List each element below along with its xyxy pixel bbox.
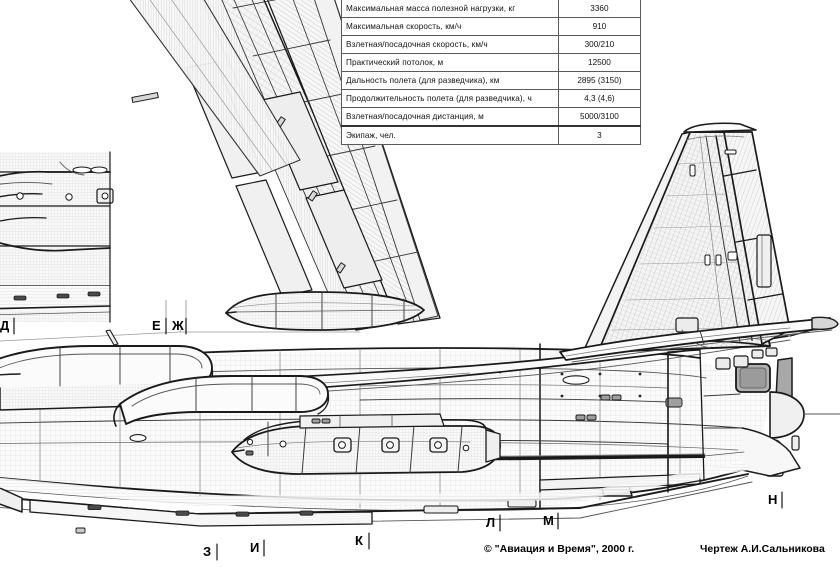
spec-label: Экипаж, чел. xyxy=(341,125,559,145)
table-row: Продолжительность полета (для разведчика… xyxy=(341,89,642,108)
callout-tick-marks xyxy=(13,317,783,561)
hull-bottom-plan xyxy=(0,462,753,534)
callout-label-i: И xyxy=(250,541,259,554)
spec-value: 4,3 (4,6) xyxy=(557,89,642,108)
inset-side-view xyxy=(0,151,114,323)
callout-label-zh: Ж xyxy=(172,319,184,332)
table-row: Максимальная масса полезной нагрузки, кг… xyxy=(341,0,642,18)
callout-label-z: З xyxy=(203,545,211,558)
specification-table: Максимальная масса полезной нагрузки, кг… xyxy=(341,0,642,145)
table-row: Экипаж, чел. 3 xyxy=(341,125,642,145)
callout-label-k: К xyxy=(355,534,363,547)
landing-gear-sponson xyxy=(231,413,501,475)
callout-letter: Н xyxy=(768,492,778,507)
spec-label: Взлетная/посадочная скорость, км/ч xyxy=(341,35,559,54)
spec-value: 910 xyxy=(557,17,642,36)
callout-letter: И xyxy=(250,540,260,555)
callout-letter: Е xyxy=(152,318,161,333)
spec-value: 3360 xyxy=(557,0,642,18)
vertical-stabilizer xyxy=(583,122,791,353)
spec-label: Максимальная скорость, км/ч xyxy=(341,17,559,36)
callout-label-l: Л xyxy=(486,516,495,529)
spec-value: 300/210 xyxy=(557,35,642,54)
table-row: Дальность полета (для разведчика), км 28… xyxy=(341,71,642,90)
callout-label-n: Н xyxy=(768,493,777,506)
leader-lines xyxy=(0,326,361,342)
callout-letter: Л xyxy=(486,515,496,530)
callout-letter: Д xyxy=(0,318,10,333)
wing-float-pod xyxy=(225,291,425,331)
callout-label-d: Д xyxy=(0,319,9,332)
spec-label: Дальность полета (для разведчика), км xyxy=(341,71,559,90)
horizontal-stabilizer xyxy=(559,316,839,363)
callout-letter: З xyxy=(203,544,212,559)
callout-label-e: Е xyxy=(152,319,161,332)
callout-letter: М xyxy=(543,513,554,528)
spec-value: 3 xyxy=(557,125,642,145)
spec-label: Практический потолок, м xyxy=(341,53,559,72)
copyright-notice: © "Авиация и Время", 2000 г. xyxy=(484,543,635,555)
table-row: Практический потолок, м 12500 xyxy=(341,53,642,72)
spec-label: Взлетная/посадочная дистанция, м xyxy=(341,107,559,127)
engine-nacelle-right xyxy=(113,375,330,442)
draftsman-credit: Чертеж А.И.Сальникова xyxy=(700,543,825,555)
spec-table-body: Максимальная масса полезной нагрузки, кг… xyxy=(341,0,642,145)
callout-letter: Ж xyxy=(172,318,184,333)
spec-value: 2895 (3150) xyxy=(557,71,642,90)
spec-label: Продолжительность полета (для разведчика… xyxy=(341,89,559,108)
spec-label: Максимальная масса полезной нагрузки, кг xyxy=(341,0,559,18)
table-row: Взлетная/посадочная скорость, км/ч 300/2… xyxy=(341,35,642,54)
rear-cargo-door xyxy=(667,349,745,487)
callout-leaders xyxy=(165,299,187,319)
table-row: Максимальная скорость, км/ч 910 xyxy=(341,17,642,36)
callout-letter: К xyxy=(355,533,363,548)
table-row: Взлетная/посадочная дистанция, м 5000/31… xyxy=(341,107,642,127)
callout-label-m: М xyxy=(543,514,554,527)
spec-value: 12500 xyxy=(557,53,642,72)
spec-value: 5000/3100 xyxy=(557,107,642,127)
